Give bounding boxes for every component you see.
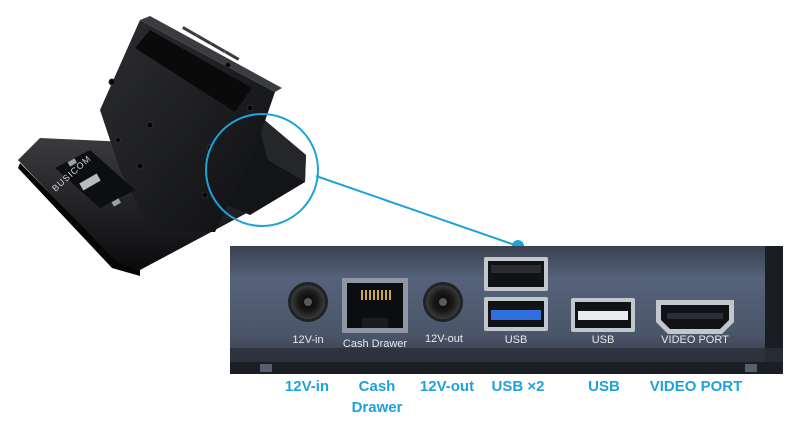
caption-12v-out: 12V-out: [419, 378, 475, 395]
panel-label-usb-single: USB: [591, 334, 615, 346]
panel-label-12v-out: 12V-out: [425, 333, 463, 345]
callout-leader-line: [315, 175, 519, 247]
usb-port-single: [571, 298, 635, 332]
cash-drawer-rj-port: [342, 278, 408, 333]
panel-label-video-port: VIDEO PORT: [661, 334, 729, 346]
usb3-port-lower: [484, 297, 548, 331]
caption-cash-drawer-line1: Cash: [358, 378, 396, 395]
dc-12v-in-jack: [288, 282, 328, 322]
caption-cash-drawer-line2: Drawer: [351, 399, 403, 416]
stand-back-panel: [100, 20, 275, 232]
caption-video-port: VIDEO PORT: [649, 378, 743, 395]
panel-label-12v-in: 12V-in: [292, 334, 324, 346]
usb-port-upper: [484, 257, 548, 291]
panel-label-cash-drawer: Cash Drawer: [342, 338, 408, 350]
panel-label-usb-pair: USB: [504, 334, 528, 346]
caption-usb: USB: [588, 378, 620, 395]
caption-cash-drawer: Cash Drawer: [338, 376, 416, 418]
callout-circle: [205, 113, 319, 227]
caption-12v-in: 12V-in: [284, 378, 330, 395]
video-hdmi-port: [656, 300, 734, 334]
dc-12v-out-jack: [423, 282, 463, 322]
pos-stand-device: [18, 16, 306, 276]
caption-usb-x2: USB ×2: [491, 378, 545, 395]
port-panel: [230, 246, 783, 374]
